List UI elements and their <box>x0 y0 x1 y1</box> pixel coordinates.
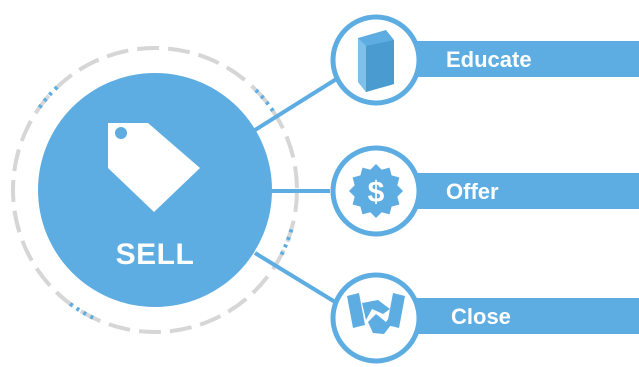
book-icon <box>358 30 394 92</box>
banner-offer <box>398 173 639 209</box>
banner-close <box>398 298 639 334</box>
svg-text:$: $ <box>368 176 385 209</box>
handshake-icon <box>347 293 405 334</box>
connector-close <box>253 251 342 307</box>
banner-label-educate: Educate <box>446 47 532 72</box>
banner-label-offer: Offer <box>446 179 499 204</box>
dollar-badge-icon: $ <box>349 164 403 218</box>
connector-educate <box>253 76 340 132</box>
banner-label-close: Close <box>451 304 511 329</box>
banner-educate <box>398 41 639 77</box>
sell-label: SELL <box>115 238 195 271</box>
price-tag-icon <box>108 123 200 212</box>
